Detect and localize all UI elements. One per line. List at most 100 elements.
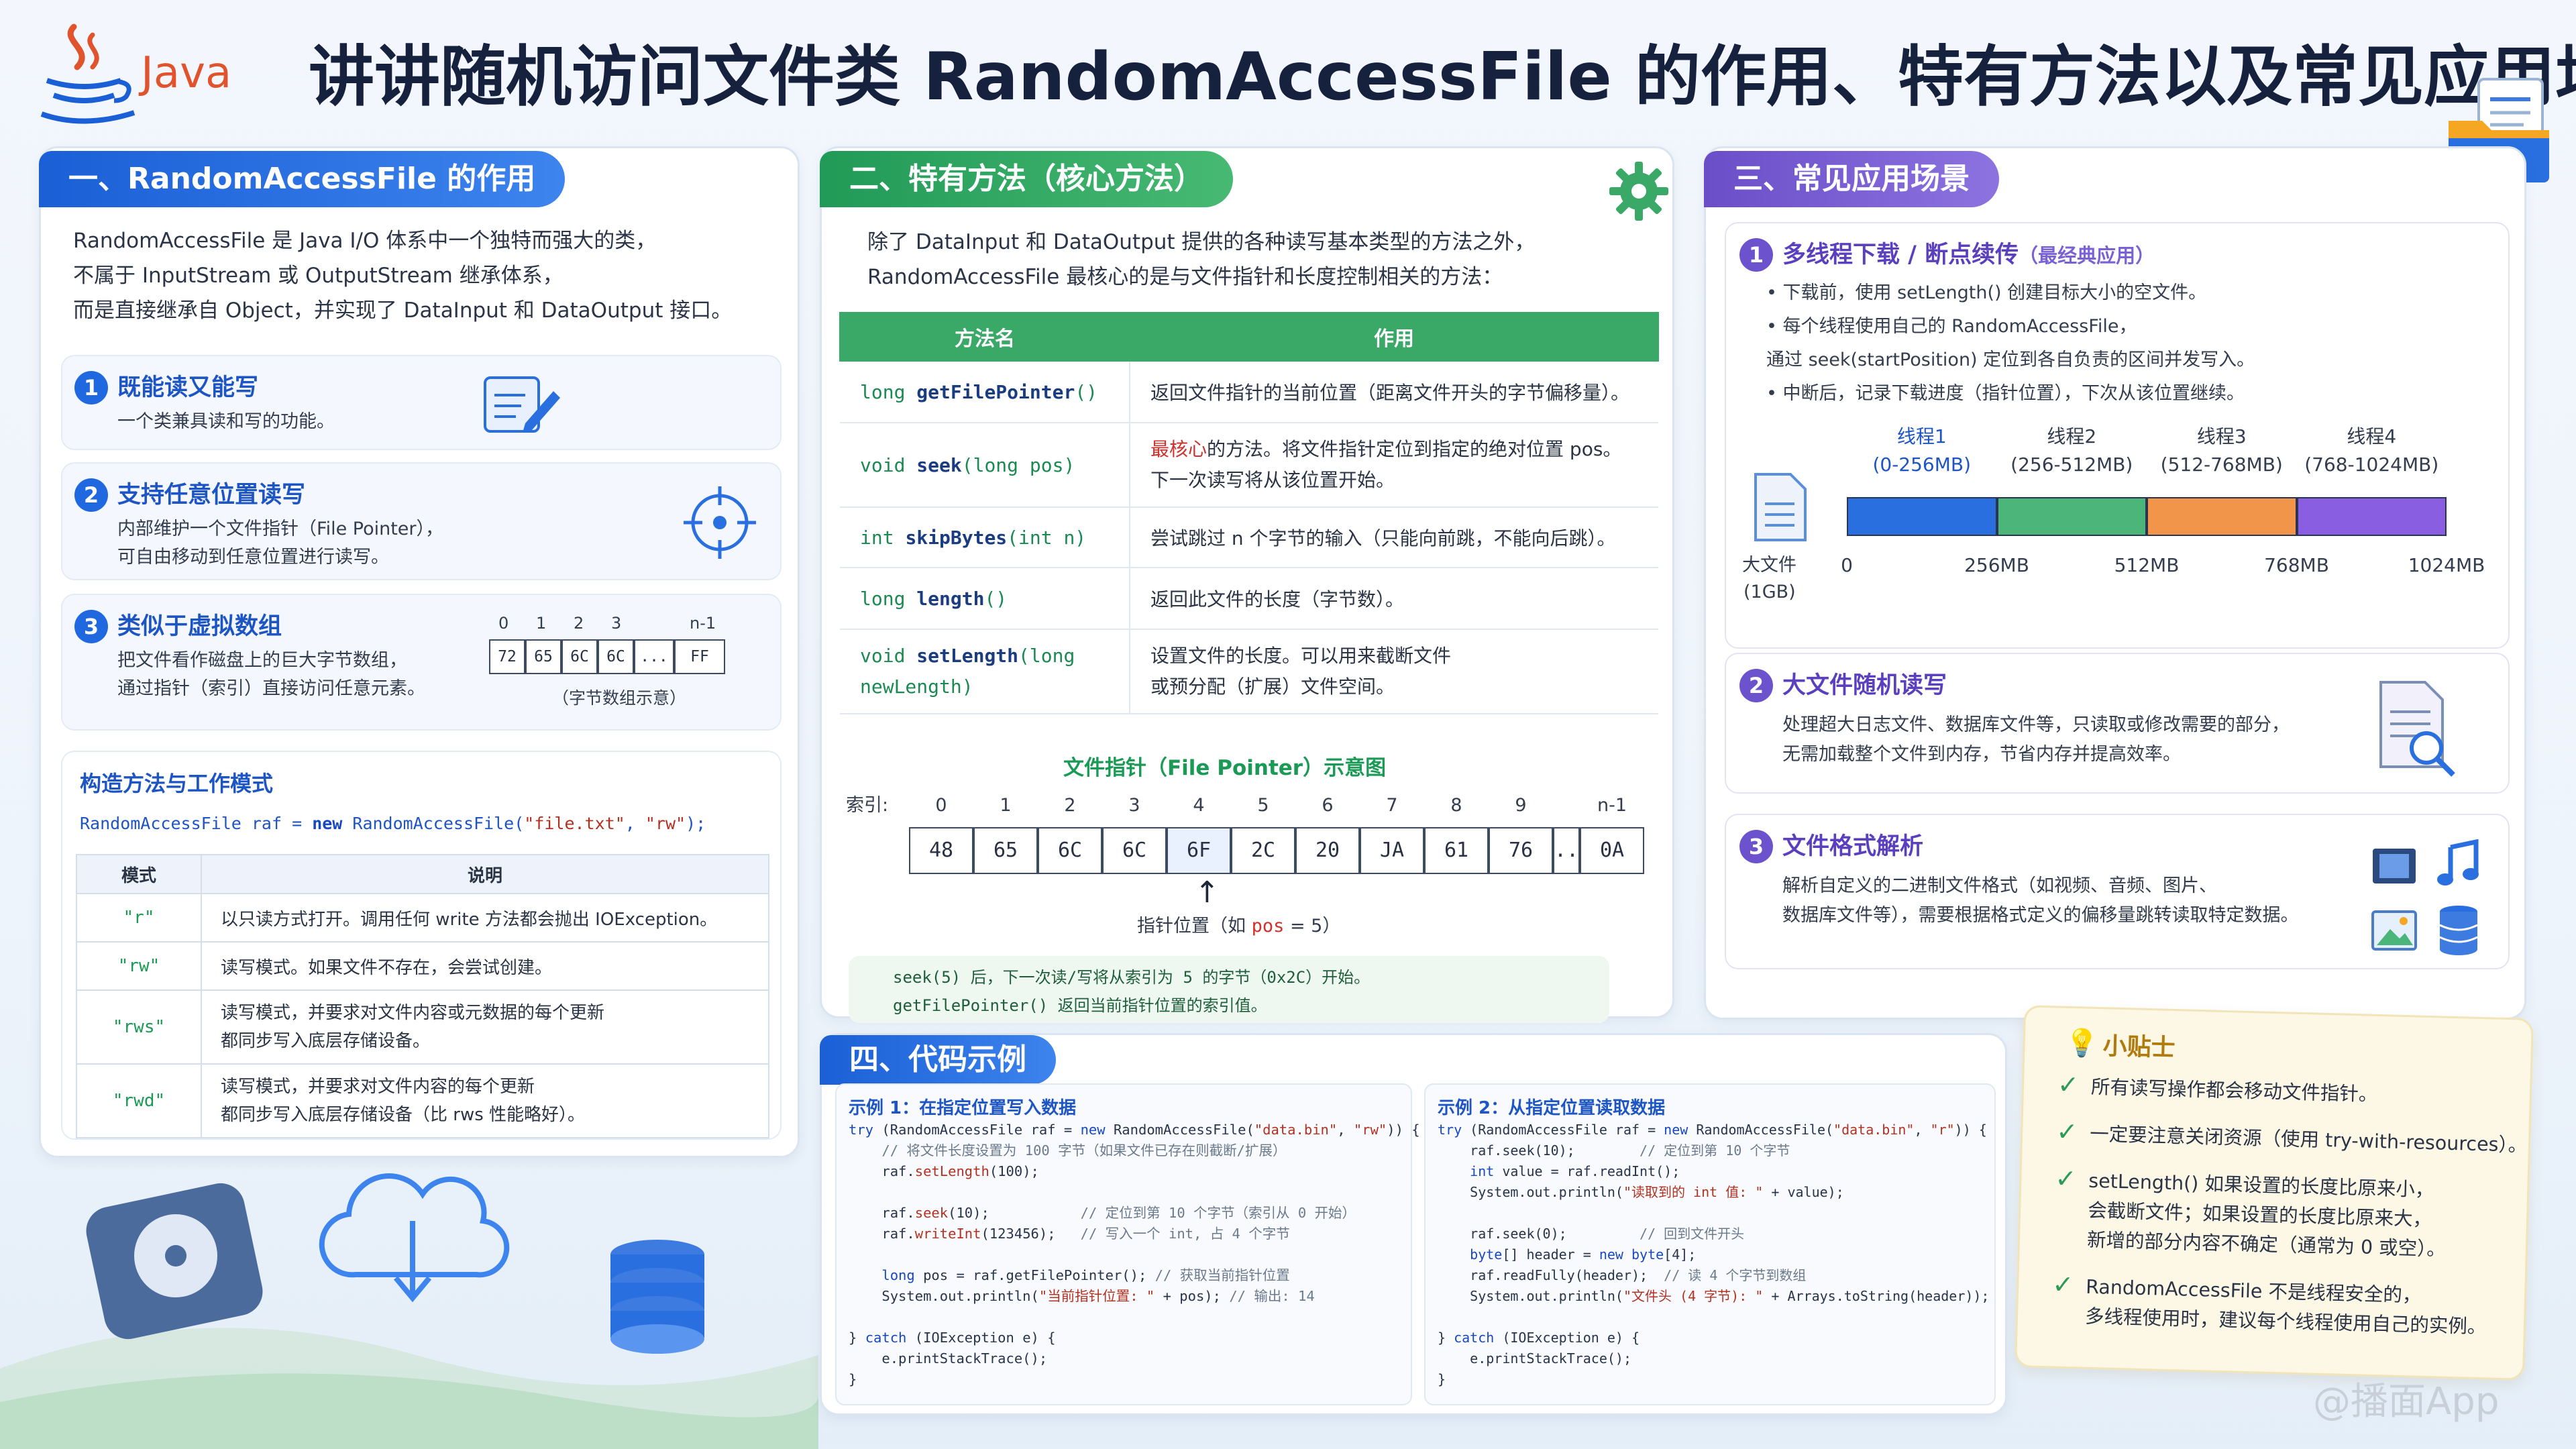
pointer-cell: 6F	[1167, 827, 1231, 874]
section-methods-header: 二、特有方法（核心方法）	[820, 151, 1233, 207]
section-role-panel: 一、RandomAccessFile 的作用 RandomAccessFile …	[39, 146, 800, 1158]
feature-number: 2	[74, 478, 108, 512]
mode-desc: 读写模式。如果文件不存在，会尝试创建。	[201, 941, 769, 991]
scene-line: • 下载前，使用 setLength() 创建目标大小的空文件。	[1766, 282, 2207, 303]
array-cell: 72	[489, 639, 525, 674]
thread-name: 线程1	[1896, 425, 1947, 447]
pointer-index: 8	[1450, 795, 1462, 816]
scene-title-text: 多线程下载 / 断点续传	[1782, 241, 2019, 268]
scene-card-random-rw: 2 大文件随机读写 处理超大日志文件、数据库文件等，只读取或修改需要的部分， 无…	[1725, 653, 2510, 794]
tip-line: 一定要注意关闭资源（使用 try-with-resources）。	[2089, 1122, 2528, 1157]
thread-range: (256-512MB)	[2010, 453, 2133, 476]
thread-segment	[2296, 497, 2447, 536]
code-example-1: 示例 1：在指定位置写入数据 try (RandomAccessFile raf…	[835, 1083, 1420, 1405]
scene-title: 文件格式解析	[1782, 833, 1924, 860]
mode-table: 模式 说明 "r" 以只读方式打开。调用任何 write 方法都会抛出 IOEx…	[76, 854, 769, 1138]
thread-name: 线程3	[2196, 425, 2247, 447]
pointer-position-label: 指针位置（如 pos = 5）	[1137, 912, 1340, 941]
lightbulb-icon: 💡	[2065, 1027, 2100, 1060]
gear-icon	[1609, 162, 1668, 221]
feature-title: 既能读又能写	[117, 374, 259, 401]
method-params: newLength)	[860, 676, 973, 698]
tip-line: 多线程使用时，建议每个线程使用自己的实例。	[2084, 1305, 2487, 1338]
code-example-title: 示例 2：从指定位置读取数据	[1438, 1098, 1666, 1118]
thread-axis-tick: 768MB	[2264, 554, 2329, 576]
mode-value: "rwd"	[76, 1063, 202, 1138]
code-text: RandomAccessFile(	[342, 814, 525, 833]
array-cell: ...	[634, 639, 674, 674]
method-effect: 或预分配（扩展）文件空间。	[1150, 676, 1395, 698]
pointer-index: 1	[1000, 795, 1012, 816]
array-cell: 6C	[598, 639, 634, 674]
table-row: long getFilePointer() 返回文件指针的当前位置（距离文件开头…	[840, 361, 1658, 423]
hard-disk-icon	[86, 1183, 263, 1340]
array-index: 1	[536, 614, 547, 633]
pointer-index-label: 索引:	[846, 795, 889, 816]
method-effect: 下一次读写将从该位置开始。	[1150, 469, 1395, 491]
method-effect-highlight: 最核心	[1150, 438, 1208, 460]
big-file-label: 大文件	[1742, 555, 1796, 576]
constructor-code: RandomAccessFile raf = new RandomAccessF…	[80, 814, 706, 833]
thread-axis-tick: 512MB	[2114, 554, 2180, 576]
feature-desc: 可自由移动到任意位置进行读写。	[117, 547, 389, 568]
mode-value: "rw"	[76, 941, 202, 991]
thread-segment	[2147, 497, 2297, 536]
role-intro-line: 而是直接继承自 Object，并实现了 DataInput 和 DataOutp…	[73, 299, 733, 323]
tips-panel: 💡 小贴士 ✓ 所有读写操作都会移动文件指针。 ✓ 一定要注意关闭资源（使用 t…	[2015, 1005, 2534, 1381]
method-return-type: void	[860, 645, 906, 667]
mode-col-header: 模式	[76, 854, 202, 894]
method-params: ()	[984, 587, 1008, 610]
pointer-index: 0	[935, 795, 947, 816]
thread-name: 线程4	[2347, 425, 2397, 447]
code-block: try (RandomAccessFile raf = new RandomAc…	[1438, 1122, 1990, 1387]
video-icon	[2373, 849, 2416, 883]
pointer-cell: 48	[909, 827, 973, 874]
pointer-arrow-icon: ↑	[1195, 875, 1220, 910]
array-cell: 6C	[561, 639, 598, 674]
pointer-cell: 0A	[1580, 827, 1644, 874]
method-name: skipBytes	[905, 526, 1008, 549]
method-effect: 尝试跳过 n 个字节的输入（只能向前跳，不能向后跳）。	[1130, 507, 1658, 568]
feature-desc: 通过指针（索引）直接访问任意元素。	[117, 678, 425, 699]
method-params: ()	[1075, 380, 1098, 403]
table-row: "rw" 读写模式。如果文件不存在，会尝试创建。	[76, 941, 769, 991]
section-scenes-panel: 三、常见应用场景 1 多线程下载 / 断点续传（最经典应用） • 下载前，使用 …	[1704, 146, 2526, 1020]
mode-desc: 读写模式，并要求对文件内容的每个更新	[221, 1077, 535, 1097]
scene-tag: （最经典应用）	[2019, 244, 2155, 267]
mode-desc: 以只读方式打开。调用任何 write 方法都会抛出 IOException。	[201, 893, 769, 943]
constructor-title: 构造方法与工作模式	[80, 771, 274, 796]
section-methods-panel: 二、特有方法（核心方法） 除了 DataInput 和 DataOutput 提…	[820, 146, 1674, 1023]
methods-table: 方法名 作用 long getFilePointer() 返回文件指针的当前位置…	[839, 312, 1659, 714]
thread-range: (512-768MB)	[2160, 453, 2283, 476]
feature-number: 3	[74, 610, 108, 643]
mode-desc: 都同步写入底层存储设备。	[221, 1031, 431, 1051]
pointer-cell: 76	[1489, 827, 1553, 874]
pointer-diagram-title: 文件指针（File Pointer）示意图	[1063, 756, 1387, 780]
method-effect: 的方法。将文件指针定位到指定的绝对位置 pos。	[1207, 438, 1622, 460]
pointer-index: 5	[1257, 795, 1269, 816]
thread-segment	[1996, 497, 2147, 536]
pointer-cell: 20	[1295, 827, 1360, 874]
scene-title: 大文件随机读写	[1782, 672, 1947, 699]
code-keyword: new	[312, 814, 343, 833]
scene-line: 无需加载整个文件到内存，节省内存并提高效率。	[1782, 744, 2181, 765]
method-effect: 返回此文件的长度（字节数）。	[1130, 568, 1658, 630]
check-icon: ✓	[2055, 1116, 2078, 1147]
scene-card-multithread: 1 多线程下载 / 断点续传（最经典应用） • 下载前，使用 setLength…	[1725, 222, 2510, 649]
image-icon	[2371, 910, 2417, 951]
role-intro-line: 不属于 InputStream 或 OutputStream 继承体系，	[73, 264, 564, 288]
java-cup-icon	[40, 23, 136, 124]
methods-intro-line: 除了 DataInput 和 DataOutput 提供的各种读写基本类型的方法…	[867, 230, 1536, 254]
pointer-cell: 61	[1424, 827, 1489, 874]
array-index: 2	[574, 614, 584, 633]
code-text: RandomAccessFile raf =	[80, 814, 313, 833]
table-row: long length() 返回此文件的长度（字节数）。	[840, 568, 1658, 630]
thread-range: (768-1024MB)	[2304, 453, 2439, 476]
feature-title: 支持任意位置读写	[117, 482, 306, 508]
pointer-value: = 5）	[1284, 916, 1341, 936]
document-search-icon	[2379, 681, 2455, 777]
scene-line: • 每个线程使用自己的 RandomAccessFile，	[1766, 316, 2137, 337]
scene-number: 2	[1739, 669, 1773, 702]
feature-card-random-position: 2 支持任意位置读写 内部维护一个文件指针（File Pointer）， 可自由…	[61, 462, 782, 580]
